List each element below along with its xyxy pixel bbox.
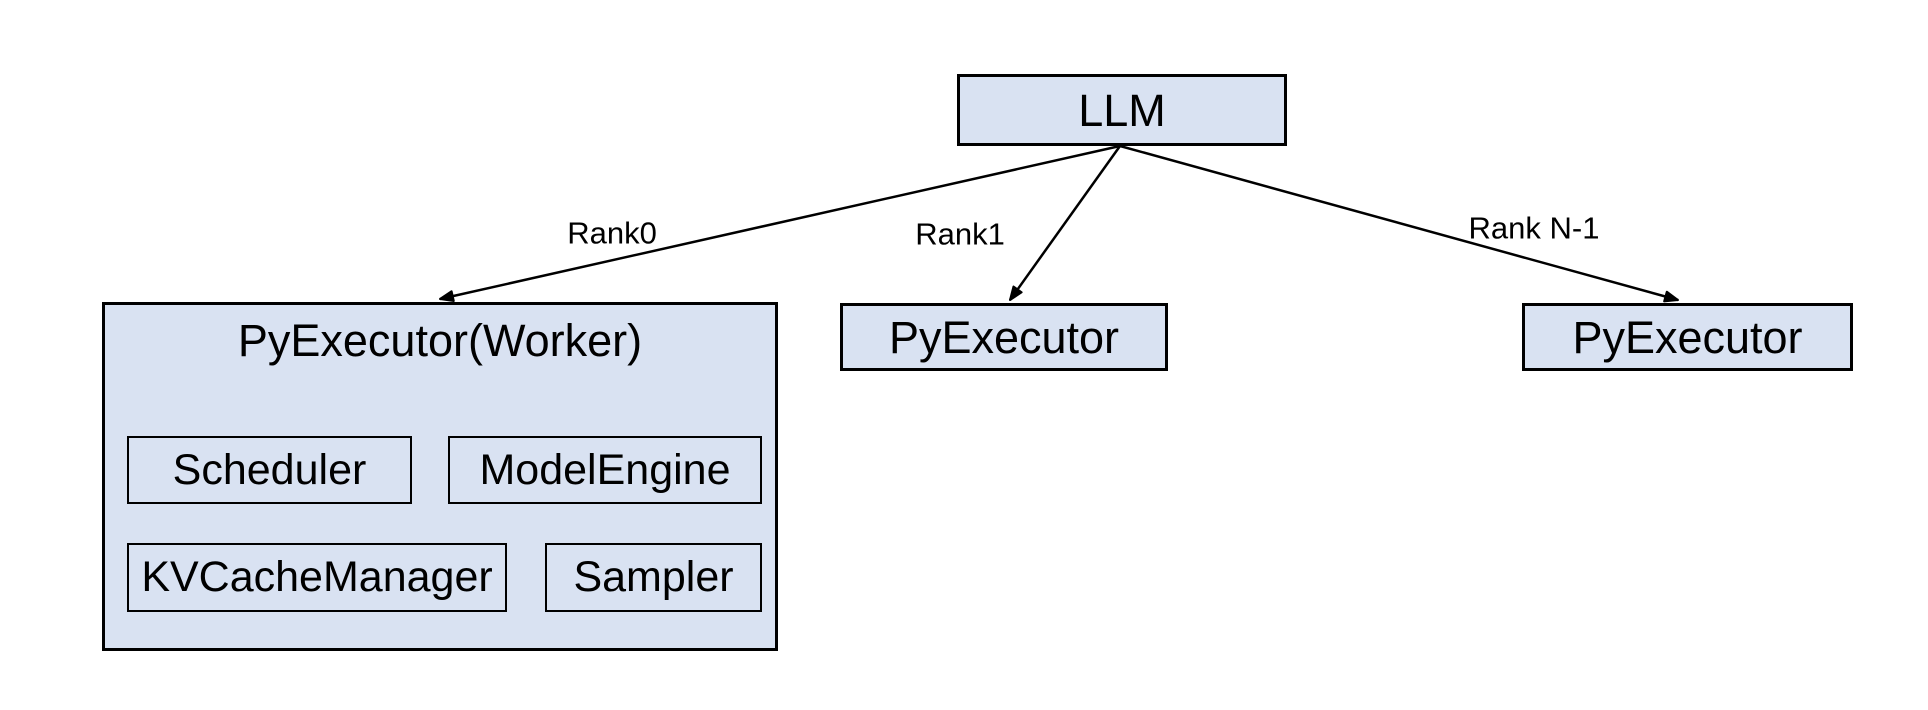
edge-label-rank0: Rank0 [567, 215, 657, 251]
edge-label-rank1: Rank1 [915, 216, 1005, 252]
kvcachemanager-node: KVCacheManager [127, 543, 507, 612]
edge-rank0-arrow [439, 144, 1121, 303]
pyexecutor-rank-n-1-label: PyExecutor [1572, 311, 1803, 363]
kvcachemanager-label: KVCacheManager [141, 553, 493, 601]
modelengine-node: ModelEngine [448, 436, 762, 504]
modelengine-label: ModelEngine [479, 445, 731, 494]
llm-node: LLM [957, 74, 1287, 146]
sampler-node: Sampler [545, 543, 762, 612]
pyexecutor-rank1-node: PyExecutor [840, 303, 1168, 371]
scheduler-node: Scheduler [127, 436, 412, 504]
scheduler-label: Scheduler [172, 445, 367, 494]
llm-node-label: LLM [1078, 84, 1166, 136]
edge-rank-n-1-arrow [1119, 144, 1679, 303]
pyexecutor-rank1-label: PyExecutor [888, 311, 1120, 363]
edge-label-rank-n-1: Rank N-1 [1468, 210, 1600, 246]
pyexecutor-rank-n-1-node: PyExecutor [1522, 303, 1853, 371]
sampler-label: Sampler [573, 553, 734, 601]
edge-rank1-arrow [1008, 145, 1122, 301]
pyexecutor-worker-label: PyExecutor(Worker) [237, 315, 643, 366]
pyexecutor-worker-node: PyExecutor(Worker) Scheduler ModelEngine… [102, 302, 778, 651]
